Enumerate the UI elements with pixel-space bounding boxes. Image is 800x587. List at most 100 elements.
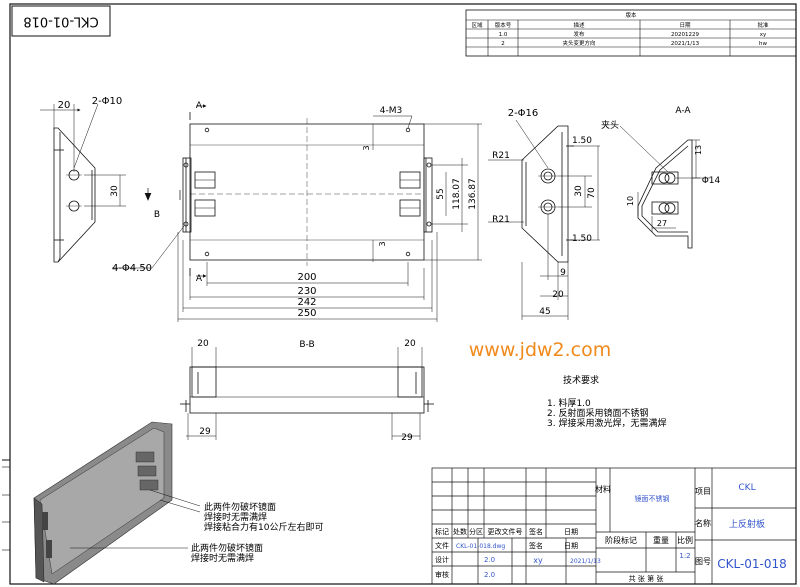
front-dim-136: 136.87 xyxy=(468,178,478,210)
tb-drawing-label: 图号 xyxy=(695,557,711,566)
tb-hdr-sign: 签名 xyxy=(529,527,543,536)
arrow-a-top: A xyxy=(196,101,203,111)
aa-dim-14: Φ14 xyxy=(702,176,721,186)
front-dim-118: 118.07 xyxy=(452,178,462,210)
watermark: www.jdw2.com xyxy=(469,339,612,361)
front-view xyxy=(112,104,482,322)
tb-design-label: 设计 xyxy=(435,555,449,564)
tb-stage-label: 阶段标记 xyxy=(605,535,637,545)
rotated-drawing-number: CKL-01-018 xyxy=(11,5,111,37)
tb-hdr-mark: 标记 xyxy=(435,527,449,536)
tech-req-1: 1. 料厚1.0 xyxy=(547,397,591,409)
tb-check-version: 2.0 xyxy=(484,571,495,579)
tb-material-value: 镜面不锈钢 xyxy=(635,494,670,503)
side-dim-30: 30 xyxy=(574,185,584,197)
front-dim-3b: 3 xyxy=(378,241,387,246)
left-dim-20: 20 xyxy=(58,100,71,111)
side-dim-r21a: R21 xyxy=(492,151,510,161)
tb-project-label: 项目 xyxy=(695,487,711,496)
note1-line3: 焊接粘合力有10公斤左右即可 xyxy=(204,521,323,533)
bb-dim-29b: 29 xyxy=(401,433,413,443)
side-dim-150a: 1.50 xyxy=(572,136,592,146)
note1-line1: 此两件勿破坏镜面 xyxy=(204,501,276,513)
rev-row2-date: 2021/1/13 xyxy=(671,41,700,47)
tb-design-version: 2.0 xyxy=(484,556,495,564)
section-aa-title: A-A xyxy=(675,106,691,116)
left-dim-30: 30 xyxy=(110,185,120,197)
tech-req-title: 技术要求 xyxy=(563,374,599,386)
outer-border xyxy=(9,3,797,585)
side-dim-150b: 1.50 xyxy=(572,234,592,244)
rev-header-desc: 描述 xyxy=(573,21,585,29)
tb-check-label: 审核 xyxy=(435,570,449,579)
bb-dim-29a: 29 xyxy=(199,427,211,437)
note2-line1: 此两件勿破坏镜面 xyxy=(191,542,263,554)
rev-row1-date: 20201229 xyxy=(671,32,699,38)
aa-dim-27: 27 xyxy=(657,219,667,228)
revision-table: 版本 区域 版本号 描述 日期 批准 1.0 发布 20201229 xy 2 … xyxy=(465,9,797,57)
rev-header-approve: 批准 xyxy=(757,21,769,29)
rev-header-version: 版本号 xyxy=(495,21,512,29)
section-bb-title: B-B xyxy=(299,340,314,350)
side-view xyxy=(488,119,600,320)
tb-file-value: CKL-01-018.dwg xyxy=(456,543,505,550)
note1-line2: 焊接时无需满焊 xyxy=(204,511,267,523)
rev-header-date: 日期 xyxy=(679,22,691,29)
rev-header-zone: 区域 xyxy=(471,21,483,29)
arrow-b-label: B xyxy=(154,210,160,220)
tb-hdr-zone: 分区 xyxy=(469,527,483,536)
arrow-a-bottom: A xyxy=(196,274,203,284)
side-dim-9: 9 xyxy=(560,268,566,278)
rev-row1-approve: xy xyxy=(760,32,767,38)
front-dim-230: 230 xyxy=(297,286,316,297)
tb-hdr-change: 更改文件号 xyxy=(488,527,523,536)
side-dim-20: 20 xyxy=(552,290,564,300)
tb-date-label: 日期 xyxy=(564,542,578,550)
tb-scale-value: 1:2 xyxy=(679,552,690,560)
section-bb xyxy=(180,347,434,440)
tb-designer: xy xyxy=(533,556,543,565)
tb-name-value: 上反射板 xyxy=(729,518,765,530)
tb-design-date: 2021/1/13 xyxy=(570,558,601,565)
aa-dim-10: 10 xyxy=(626,196,635,206)
clamp-label: 夹头 xyxy=(601,119,619,131)
front-dim-250: 250 xyxy=(297,308,316,319)
rev-row1-version: 1.0 xyxy=(499,32,508,38)
note2-line2: 焊接时无需满焊 xyxy=(191,552,254,564)
side-dim-45: 45 xyxy=(539,307,550,317)
rev-row2-approve: hw xyxy=(759,41,767,47)
section-b-marker xyxy=(144,188,181,201)
tb-sign-label: 签名 xyxy=(529,541,543,550)
tb-hdr-date: 日期 xyxy=(564,528,578,536)
side-dim-70: 70 xyxy=(587,187,597,199)
front-dim-242: 242 xyxy=(297,297,316,308)
tb-sheet-text: 共 张 第 张 xyxy=(629,574,664,583)
tb-name-label: 名称 xyxy=(695,518,711,528)
front-dim-3a: 3 xyxy=(362,145,371,150)
tb-project-value: CKL xyxy=(738,483,755,493)
tb-scale-label: 比例 xyxy=(677,535,693,545)
revision-title: 版本 xyxy=(625,11,637,19)
front-dim-55: 55 xyxy=(436,188,446,199)
side-dim-r21b: R21 xyxy=(492,215,510,225)
bb-dim-20b: 20 xyxy=(404,339,416,349)
tb-file-label: 文件 xyxy=(435,541,449,550)
side-dim-hole16: 2-Φ16 xyxy=(508,108,539,119)
tb-hdr-count: 处数 xyxy=(453,527,467,536)
rotated-drawing-number-text: CKL-01-018 xyxy=(23,14,98,29)
left-dim-hole: 2-Φ10 xyxy=(92,96,123,107)
front-dim-200: 200 xyxy=(297,272,316,283)
tb-weight-label: 重量 xyxy=(653,535,669,545)
title-block xyxy=(431,467,797,585)
bb-dim-20a: 20 xyxy=(197,339,209,349)
tech-req-2: 2. 反射面采用镜面不锈钢 xyxy=(547,407,648,419)
front-dim-hole4: 4-Φ4.50 xyxy=(112,263,152,274)
rev-row2-version: 2 xyxy=(501,41,505,47)
iso-view xyxy=(33,421,201,585)
tb-drawing-value: CKL-01-018 xyxy=(717,557,787,571)
edge-ticks xyxy=(2,466,10,551)
section-aa xyxy=(619,125,710,249)
rev-row1-desc: 发布 xyxy=(573,30,585,38)
